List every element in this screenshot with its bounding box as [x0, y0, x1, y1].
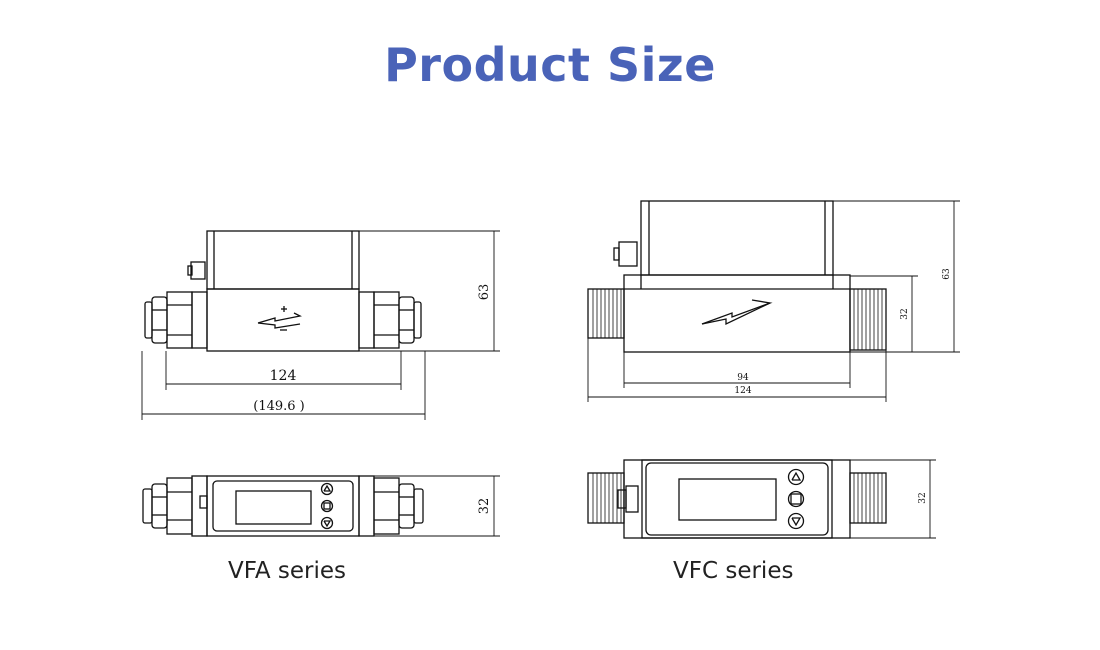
vfa-side-view — [141, 230, 500, 420]
vfa-overall-dimension: (149.6 ) — [253, 399, 305, 414]
vfa-width-dimension: 32 — [477, 498, 492, 515]
vfa-series-label: VFA series — [228, 558, 347, 584]
vfc-top-view — [587, 459, 936, 539]
vfa-top-view — [142, 475, 500, 537]
set-button-icon — [787, 490, 805, 508]
vfa-display-screen — [235, 490, 312, 525]
vfc-display-screen — [678, 478, 777, 521]
vfc-width-dimension: 32 — [918, 492, 928, 503]
vfc-body-dimension: 94 — [737, 373, 749, 383]
flow-arrow-icon — [701, 299, 773, 326]
down-button-icon — [787, 512, 805, 530]
vfc-height-dimension: 63 — [942, 268, 952, 280]
vfa-length-dimension: 124 — [270, 368, 297, 384]
down-button-icon — [320, 516, 334, 530]
set-button-icon — [320, 499, 334, 513]
page-title: Product Size — [384, 38, 716, 92]
vfc-length-dimension: 124 — [734, 386, 751, 396]
thread-right — [853, 289, 883, 350]
flow-arrow-icon — [257, 306, 302, 331]
vfc-series-label: VFC series — [673, 558, 794, 584]
vfc-pipe-dimension: 32 — [900, 308, 910, 319]
up-button-icon — [320, 482, 334, 496]
vfa-height-dimension: 63 — [477, 284, 492, 301]
up-button-icon — [787, 468, 805, 486]
thread-left — [592, 289, 622, 338]
vfc-side-view — [587, 200, 960, 402]
